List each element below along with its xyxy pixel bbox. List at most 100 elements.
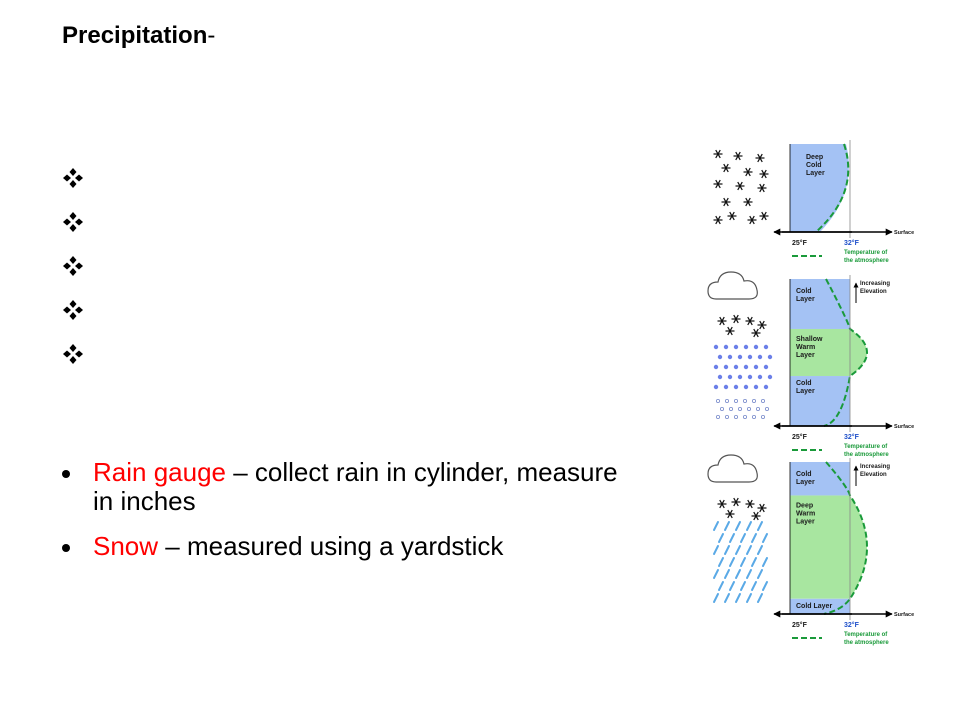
snowflake-arm <box>757 153 763 163</box>
cold-layer-fill <box>790 376 850 426</box>
diamond-list-item <box>62 334 84 378</box>
raindrop <box>735 569 741 579</box>
sleet-pellet <box>757 374 763 380</box>
ice-pellet <box>733 398 738 403</box>
bullet-dot-icon <box>62 544 70 552</box>
snowflake-arm <box>733 314 739 324</box>
snowflake-arm <box>715 179 721 189</box>
raindrop <box>718 581 724 591</box>
bullet-term: Snow <box>93 531 159 561</box>
slide-title: Precipitation- <box>62 22 215 50</box>
snowflake-icon <box>735 181 745 191</box>
bullet-dot-icon <box>62 470 70 478</box>
raindrop <box>713 593 719 603</box>
raindrop <box>729 533 735 543</box>
temperature-curve <box>815 143 850 233</box>
diamond-list-item <box>62 290 84 334</box>
temperature-curve <box>823 461 868 615</box>
temp-25f-label: 25°F <box>792 621 808 629</box>
snowflake-arm <box>747 316 753 326</box>
cloud-icon <box>707 454 758 483</box>
sleet-pellet <box>733 364 739 370</box>
temperature-curve <box>823 278 868 427</box>
raindrop <box>751 533 757 543</box>
raindrop <box>729 557 735 567</box>
raindrop <box>724 545 730 555</box>
raindrop <box>729 581 735 591</box>
raindrop <box>735 593 741 603</box>
raindrop <box>740 557 746 567</box>
ice-pellet <box>738 406 743 411</box>
bullet-text: – measured using a yardstick <box>158 531 504 561</box>
surface-label: Surface <box>894 612 914 618</box>
bullet-term: Rain gauge <box>93 457 226 487</box>
raindrop <box>762 533 768 543</box>
ice-pellet <box>719 406 724 411</box>
snowflake-icon <box>731 314 741 324</box>
snowflake-icon <box>721 163 731 173</box>
raindrop <box>735 521 741 531</box>
diamond-list-item <box>62 158 84 202</box>
ice-pellet <box>756 406 761 411</box>
warm-layer-fill <box>790 495 867 599</box>
snowflake-arm <box>727 509 733 519</box>
raindrop <box>713 521 719 531</box>
raindrop <box>724 521 730 531</box>
temp-25f-label: 25°F <box>792 239 808 247</box>
sleet-pellet <box>727 374 733 380</box>
snowflake-arm <box>747 499 753 509</box>
diamond-bullet-icon <box>63 255 83 276</box>
snowflake-arm <box>753 328 759 338</box>
sleet-pellet <box>733 384 739 390</box>
raindrop <box>740 581 746 591</box>
snowflake-arm <box>723 197 729 207</box>
snowflake-arm <box>759 503 765 513</box>
measurement-bullet-list: Rain gauge – collect rain in cylinder, m… <box>62 458 632 577</box>
raindrop <box>757 569 763 579</box>
raindrop <box>713 569 719 579</box>
snowflake-icon <box>751 328 761 338</box>
diamond-bullet-icon <box>63 167 83 188</box>
sleet-pellet <box>713 344 719 350</box>
sleet-pellet <box>743 384 749 390</box>
snowflake-arm <box>719 316 725 326</box>
snowflake-icon <box>745 316 755 326</box>
snowflake-arm <box>761 169 767 179</box>
sleet-pellet <box>713 384 719 390</box>
snowflake-icon <box>751 511 761 521</box>
ice-pellet <box>761 414 766 419</box>
snowflake-icon <box>755 153 765 163</box>
raindrop <box>751 581 757 591</box>
sleet-pellet <box>767 374 773 380</box>
snowflake-arm <box>761 211 767 221</box>
snowflake-icon <box>757 320 767 330</box>
snowflake-arm <box>735 151 741 161</box>
layer-label: Cold Layer <box>796 603 832 610</box>
raindrop <box>718 533 724 543</box>
temp-25f-label: 25°F <box>792 433 808 441</box>
sleet-pellet <box>753 384 759 390</box>
ice-pellet <box>747 406 752 411</box>
snowflake-icon <box>717 499 727 509</box>
snowflake-icon <box>727 211 737 221</box>
raindrop <box>762 581 768 591</box>
diamond-list-item <box>62 246 84 290</box>
snowflake-arm <box>727 326 733 336</box>
sleet-pellet <box>753 344 759 350</box>
raindrop <box>757 545 763 555</box>
snowflake-icon <box>743 167 753 177</box>
snowflake-icon <box>713 215 723 225</box>
snowflake-icon <box>731 497 741 507</box>
ice-pellet <box>752 398 757 403</box>
sleet-pellet <box>737 354 743 360</box>
raindrop <box>724 593 730 603</box>
snowflake-arm <box>715 215 721 225</box>
